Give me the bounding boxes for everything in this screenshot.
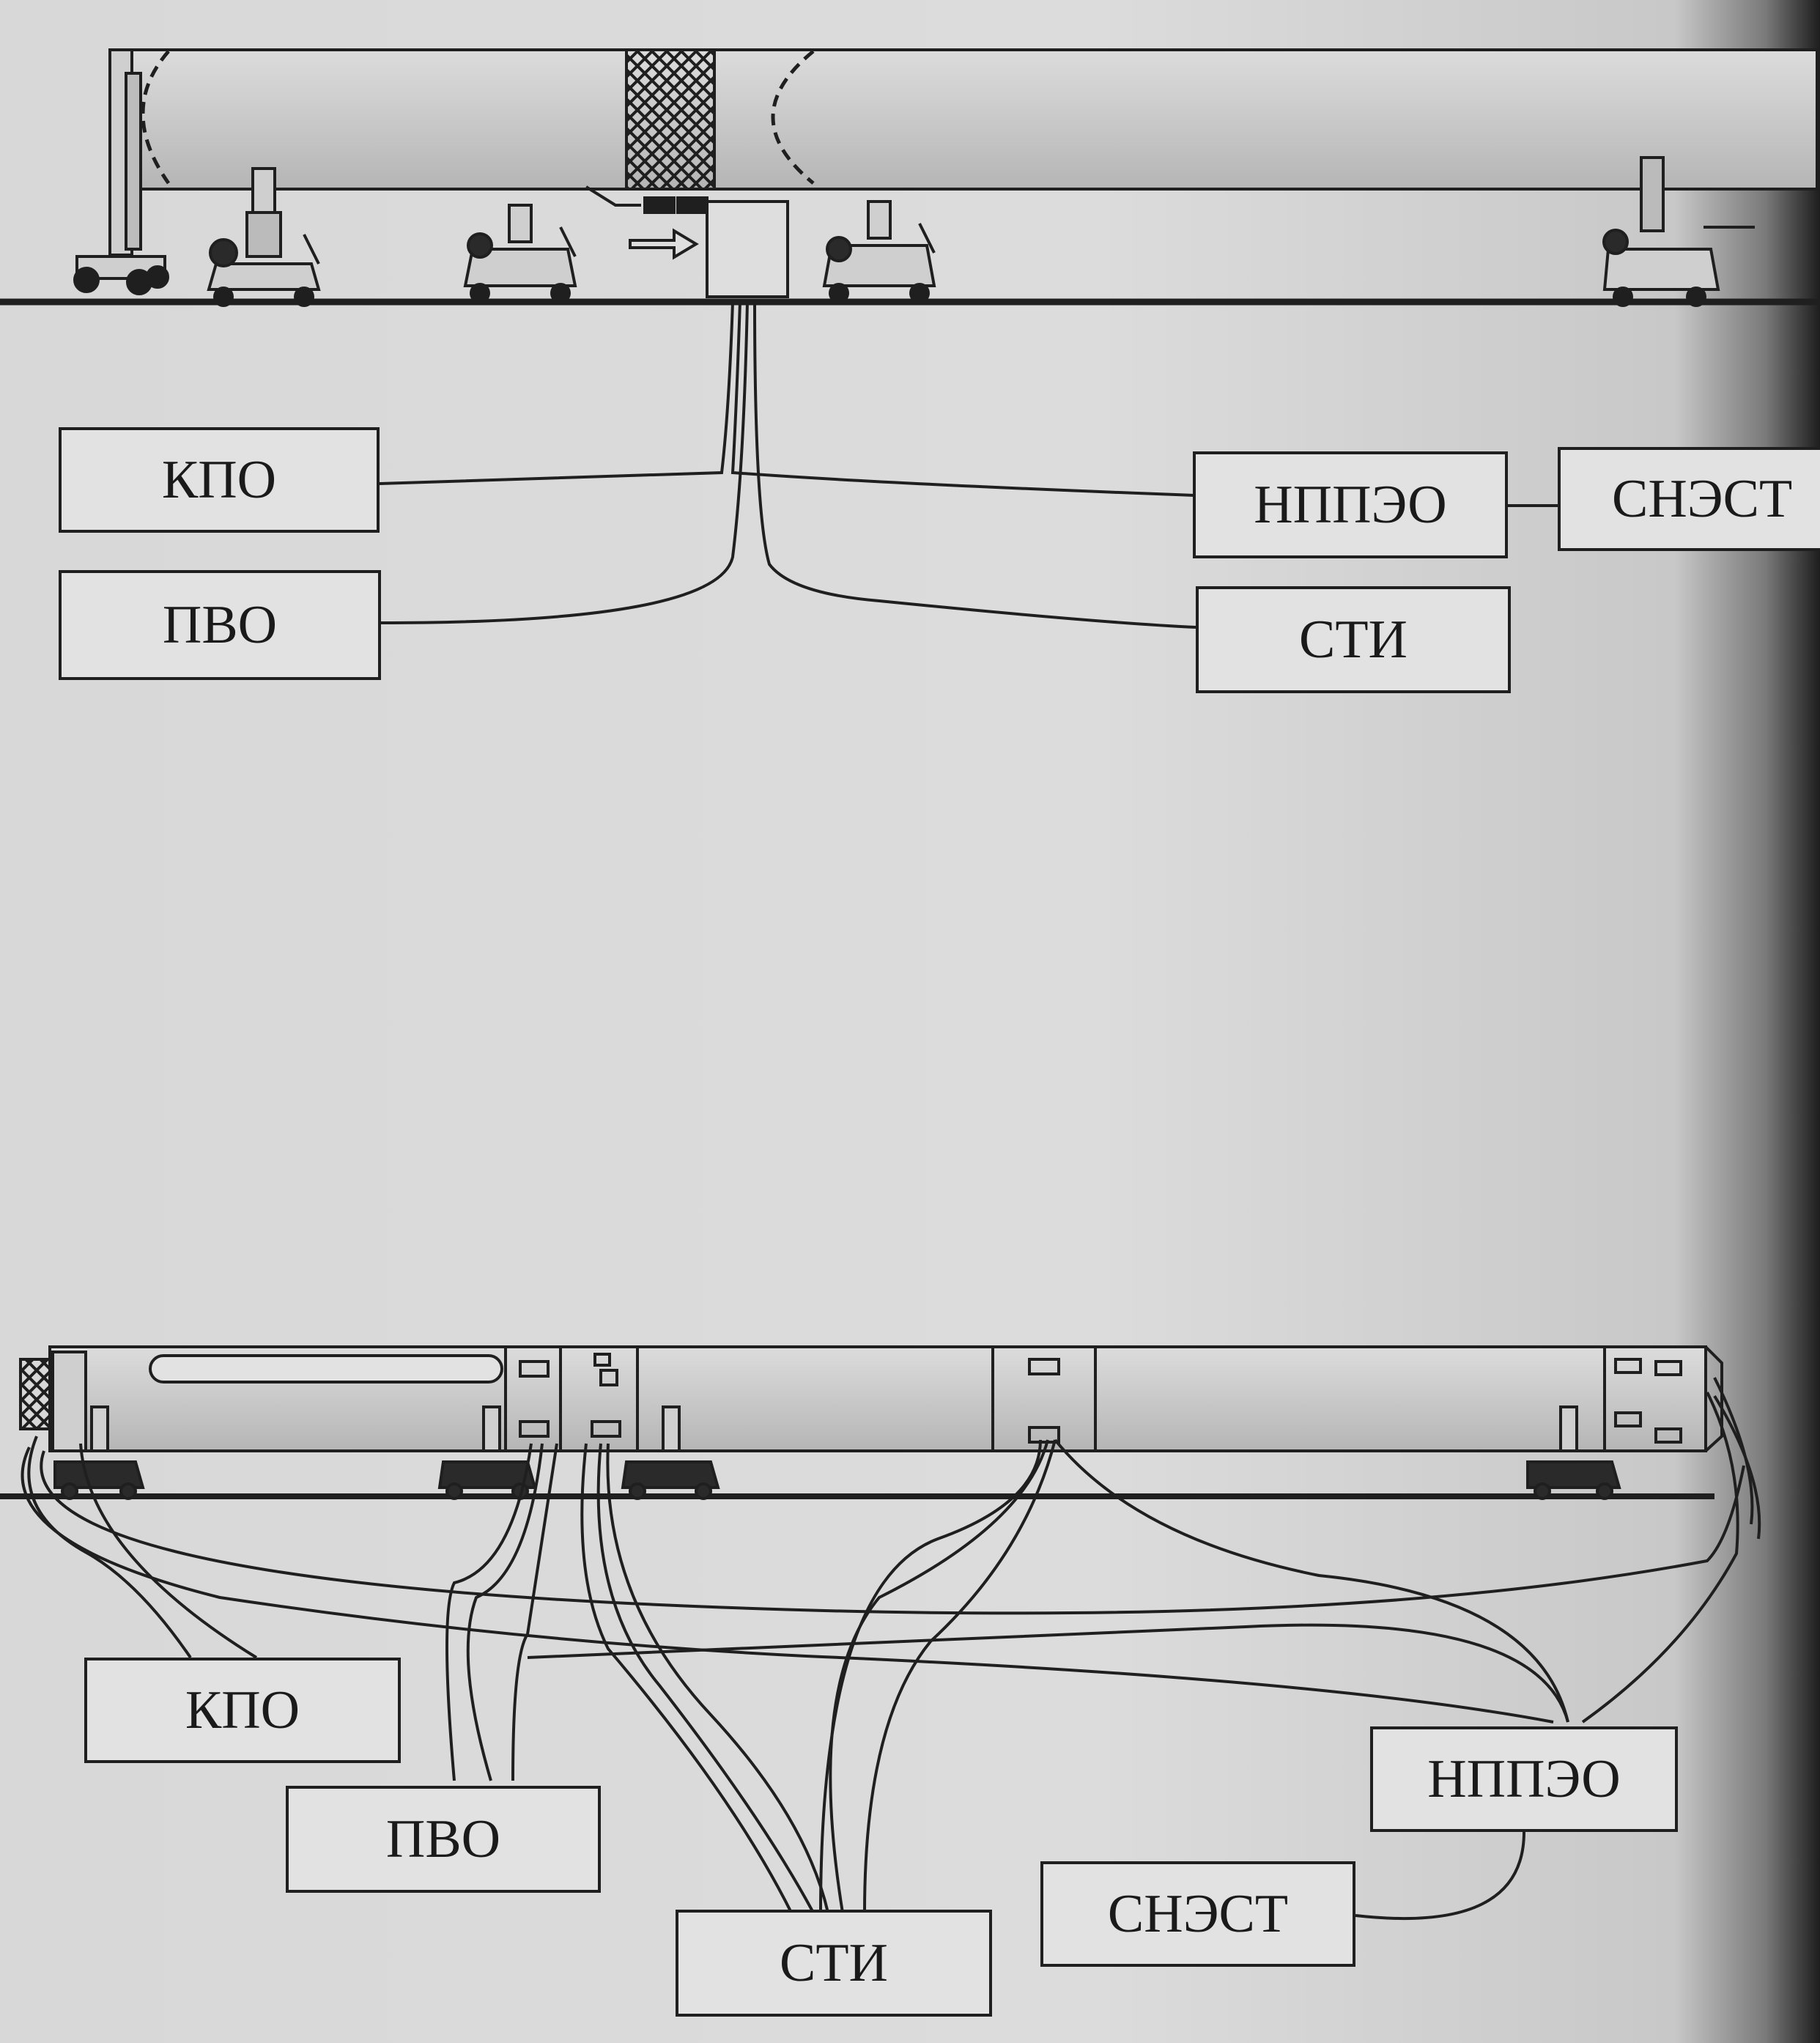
top-block-kpo: КПО [59,427,380,533]
bottom-tube [149,1354,503,1383]
bottom-block-kpo-label: КПО [185,1680,300,1740]
top-cart-2 [463,204,577,303]
top-block-snest-label: СНЭСТ [1612,468,1793,529]
top-cable-bundle [379,301,1558,629]
top-cart-3 [822,200,936,303]
bottom-rocket-assembly [0,1345,1723,1499]
bottom-block-nppeo: НППЭО [1370,1726,1678,1832]
transfer-arrow [629,228,699,260]
bottom-block-nppeo-label: НППЭО [1427,1748,1621,1809]
bottom-block-kpo: КПО [84,1658,401,1763]
top-rocket-assembly [0,48,1820,306]
bottom-cable-bundle [21,1377,1761,1921]
bottom-cart-4 [1526,1405,1621,1500]
top-block-snest: СНЭСТ [1558,447,1820,551]
top-cart-4 [1602,156,1755,307]
bottom-cart-3 [621,1405,720,1500]
top-block-kpo-label: КПО [161,449,277,510]
bottom-hatch [19,1358,51,1430]
top-dome-left [141,50,171,185]
bottom-block-pvo: ПВО [286,1786,601,1893]
top-hatch-section [625,48,716,191]
bottom-cart-2 [437,1405,537,1500]
bottom-block-sti: СТИ [676,1910,992,2017]
bottom-block-pvo-label: ПВО [385,1809,501,1869]
top-block-sti: СТИ [1196,586,1511,693]
top-block-nppeo: НППЭО [1193,451,1508,558]
top-block-sti-label: СТИ [1299,609,1407,670]
top-block-pvo: ПВО [59,570,381,680]
top-rocket-body [108,48,1819,191]
top-connector-box [706,200,789,298]
top-block-nppeo-label: НППЭО [1254,474,1447,535]
bottom-block-snest: СНЭСТ [1040,1861,1355,1967]
top-cart-1 [207,167,321,307]
top-dome-mid [771,50,815,185]
bottom-cart-1 [53,1405,145,1500]
bottom-block-sti-label: СТИ [780,1932,888,1993]
bottom-block-snest-label: СНЭСТ [1107,1883,1289,1944]
top-block-pvo-label: ПВО [162,594,278,655]
